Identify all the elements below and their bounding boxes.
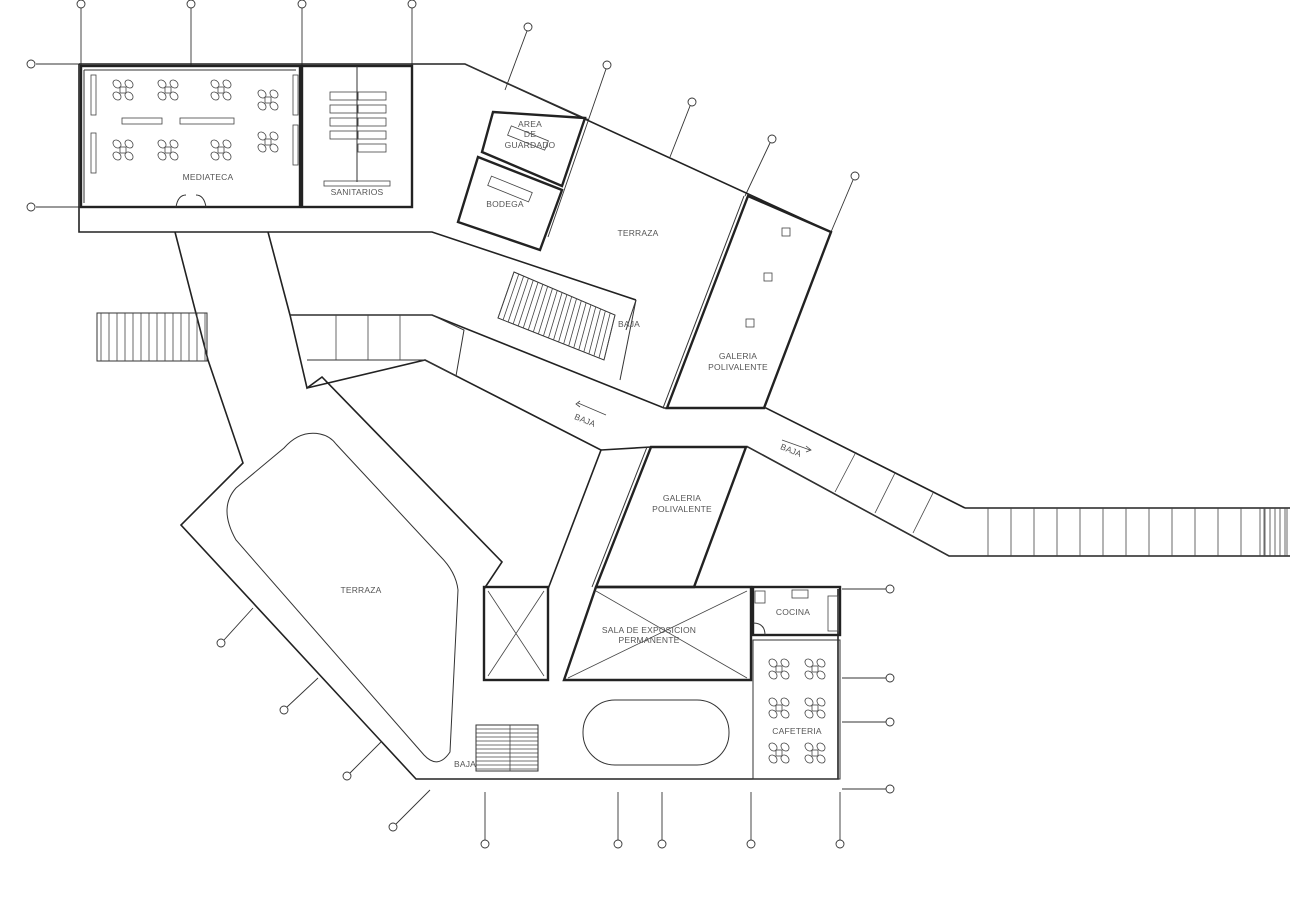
sanitarios-label: SANITARIOS: [331, 187, 384, 197]
oval-patio: [582, 699, 730, 766]
mediateca-table: [257, 89, 279, 111]
area-guardado-label-1: AREA: [518, 119, 542, 129]
cafeteria-table: [768, 658, 790, 680]
grid-axes: [26, 0, 895, 849]
mediateca-table: [210, 79, 232, 101]
stair-north-label: BAJA: [618, 319, 640, 329]
mediateca-room: [79, 64, 302, 209]
stair-south-label: BAJA: [454, 759, 476, 769]
storage-rooms: [456, 110, 587, 252]
terraza-south-label: TERRAZA: [340, 585, 381, 595]
ramp-baja-label: BAJA: [779, 441, 803, 459]
cafeteria-table: [768, 697, 790, 719]
galeria-polivalente-1: [662, 194, 833, 410]
baja-arrows: [575, 400, 812, 453]
galeria-2-label-b: POLIVALENTE: [652, 504, 712, 514]
cafeteria-table: [804, 697, 826, 719]
terraza-north-label: TERRAZA: [617, 228, 658, 238]
sala-exposicion: [562, 585, 753, 682]
sala-label-b: PERMANENTE: [618, 635, 679, 645]
area-guardado-label-2: DE: [524, 129, 536, 139]
terraza-south: [226, 432, 459, 763]
left-ramp: [96, 312, 465, 377]
cafeteria-table: [804, 658, 826, 680]
corridor-baja-label: BAJA: [573, 411, 597, 429]
cafeteria-room: [752, 639, 841, 780]
cocina-label: COCINA: [776, 607, 810, 617]
area-guardado-label-3: GUARDADO: [505, 140, 556, 150]
stair-north: [497, 271, 637, 381]
mediateca-table: [210, 139, 232, 161]
stair-south: [475, 724, 539, 772]
building-outline: [78, 63, 1290, 780]
mediateca-table: [157, 139, 179, 161]
mediateca-table: [112, 139, 134, 161]
right-ramp: [747, 446, 1288, 557]
galeria-1-label-a: GALERIA: [719, 351, 757, 361]
mediateca-table: [157, 79, 179, 101]
galeria-1-label-b: POLIVALENTE: [708, 362, 768, 372]
bodega-label: BODEGA: [486, 199, 524, 209]
sala-label-a: SALA DE EXPOSICION: [602, 625, 696, 635]
cafeteria-table: [804, 742, 826, 764]
cafeteria-table: [768, 742, 790, 764]
mediateca-table: [112, 79, 134, 101]
cocina-room: [751, 585, 842, 637]
galeria-polivalente-2: [591, 445, 748, 589]
void-square: [482, 585, 550, 682]
cafeteria-label: CAFETERIA: [772, 726, 822, 736]
mediateca-table: [257, 131, 279, 153]
mediateca-label: MEDIATECA: [183, 172, 234, 182]
sanitarios-room: [300, 64, 414, 209]
galeria-2-label-a: GALERIA: [663, 493, 701, 503]
